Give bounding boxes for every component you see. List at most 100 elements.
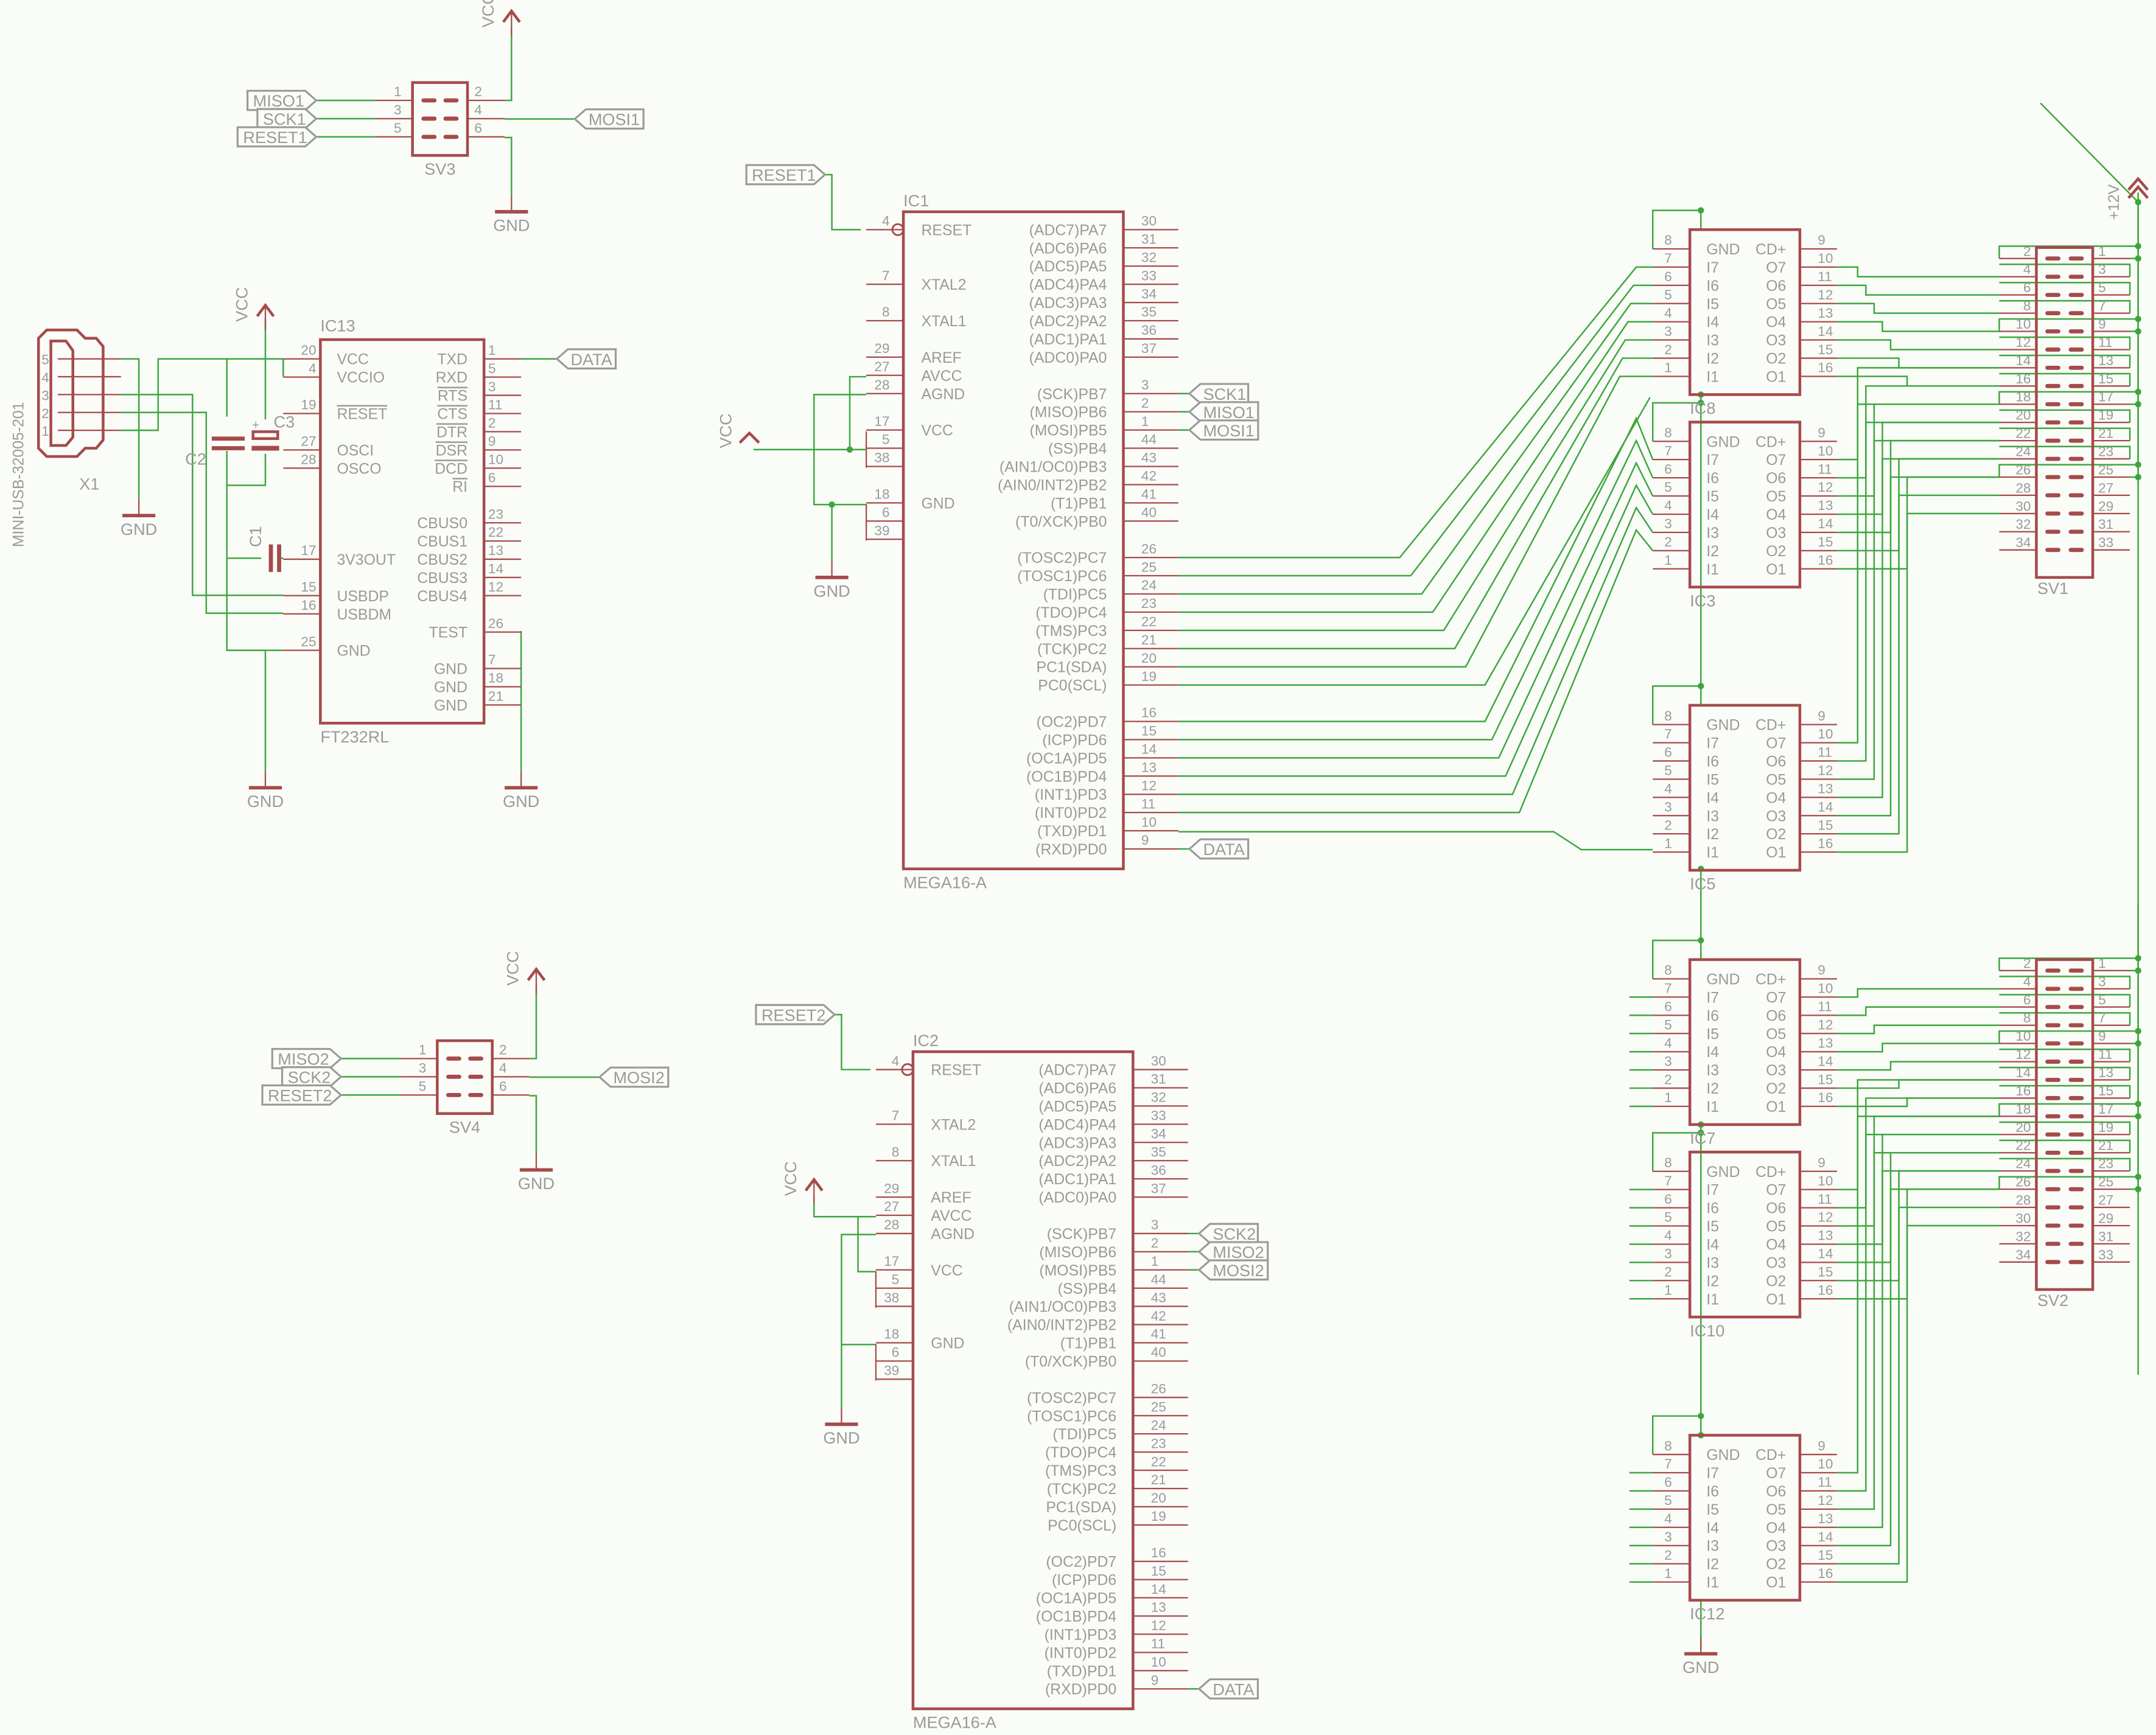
pin-number: 3 bbox=[1664, 1053, 1672, 1069]
pin-name: AREF bbox=[921, 350, 961, 366]
pin-number: 13 bbox=[2098, 1065, 2113, 1080]
pin-name: DSR bbox=[436, 442, 467, 459]
pin-number: 19 bbox=[1151, 1509, 1166, 1524]
pin-number: 8 bbox=[1664, 708, 1672, 724]
pin-number: 41 bbox=[1151, 1327, 1166, 1342]
component-body bbox=[1688, 1150, 1802, 1319]
wire bbox=[1999, 336, 2131, 350]
pin-name: I7 bbox=[1706, 990, 1719, 1006]
pin-number: 16 bbox=[1818, 553, 1833, 568]
pin-name: O2 bbox=[1766, 826, 1786, 843]
net-label-sck1 bbox=[256, 108, 318, 130]
net-label-text: MISO1 bbox=[253, 91, 304, 110]
pin-number: 4 bbox=[892, 1053, 900, 1069]
pin-name: GND bbox=[434, 662, 467, 678]
wire bbox=[1999, 1121, 2131, 1135]
pin-number: 15 bbox=[1818, 1548, 1833, 1563]
pin-name: (TOSC2)PC7 bbox=[1027, 1390, 1116, 1406]
pin-number: 5 bbox=[882, 432, 890, 447]
pin-number: 6 bbox=[474, 120, 482, 136]
pin-name: (INT0)PD2 bbox=[1035, 805, 1107, 822]
pin-number: 24 bbox=[1141, 578, 1157, 593]
pin-number: 12 bbox=[1818, 287, 1833, 302]
wire bbox=[1836, 339, 2000, 351]
pin-name: (ADC3)PA3 bbox=[1029, 295, 1107, 312]
pin-name: AVCC bbox=[921, 368, 962, 385]
gnd-label: GND bbox=[493, 216, 530, 235]
component-body bbox=[436, 1039, 494, 1115]
pin-number: 31 bbox=[1141, 232, 1157, 247]
net-label-miso2 bbox=[271, 1048, 343, 1069]
inverted-pin-bubble bbox=[891, 223, 905, 236]
pin-number: 4 bbox=[1664, 305, 1672, 321]
pin-name: (SS)PB4 bbox=[1048, 441, 1107, 458]
pin-name: I1 bbox=[1706, 1291, 1719, 1308]
component-name: SV3 bbox=[424, 159, 455, 178]
inverted-pin-bubble bbox=[901, 1063, 914, 1077]
pin-name: (ADC6)PA6 bbox=[1038, 1081, 1116, 1097]
pin-name: I4 bbox=[1706, 1237, 1719, 1253]
pin-name: O4 bbox=[1766, 507, 1786, 523]
pin-number: 15 bbox=[1818, 534, 1833, 550]
pin-number: 19 bbox=[1141, 669, 1157, 684]
pin-number: 11 bbox=[1818, 461, 1832, 477]
wire bbox=[1178, 284, 1653, 577]
pin-name: VCC bbox=[931, 1263, 962, 1279]
pin-number: 11 bbox=[488, 397, 502, 413]
net-label-text: RESET1 bbox=[752, 166, 816, 184]
pin-name: (TCK)PC2 bbox=[1047, 1481, 1117, 1498]
component-body bbox=[319, 338, 486, 725]
pin-number: 9 bbox=[1818, 708, 1825, 724]
pin-number: 33 bbox=[2098, 1247, 2113, 1262]
pin-number: 14 bbox=[1818, 1246, 1833, 1262]
pin-name: (ADC1)PA1 bbox=[1029, 332, 1107, 348]
pin-number: 5 bbox=[488, 361, 496, 376]
component-name: C2 bbox=[185, 450, 206, 469]
pin-name: (INT1)PD3 bbox=[1045, 1627, 1117, 1643]
power-12v-arrow-icon bbox=[2127, 184, 2149, 199]
pin-number: 6 bbox=[499, 1079, 507, 1094]
wire bbox=[1999, 264, 2131, 277]
pin-number: 7 bbox=[1664, 443, 1672, 458]
pin-number: 27 bbox=[2098, 480, 2113, 495]
pin-number: 12 bbox=[2015, 1047, 2031, 1062]
pin-number: 31 bbox=[2098, 1229, 2113, 1244]
wire bbox=[505, 27, 513, 102]
pin-number: 20 bbox=[2015, 408, 2031, 423]
pin-number: 10 bbox=[1818, 443, 1833, 458]
wire bbox=[1836, 988, 2000, 998]
component-body bbox=[1688, 1434, 1802, 1602]
wire bbox=[1178, 528, 1654, 814]
pin-name: (OC1A)PD5 bbox=[1026, 750, 1107, 767]
net-label-reset1 bbox=[745, 164, 827, 186]
pin-name: I4 bbox=[1706, 1044, 1719, 1061]
pin-name: CBUS3 bbox=[417, 570, 467, 587]
wire bbox=[1836, 476, 2000, 534]
pin-number: 29 bbox=[2098, 1210, 2113, 1226]
wire bbox=[1836, 375, 2000, 387]
pin-number: 3 bbox=[1664, 1529, 1672, 1545]
pin-name: CBUS0 bbox=[417, 515, 467, 532]
wire bbox=[1999, 282, 2131, 295]
pin-number: 6 bbox=[892, 1345, 900, 1360]
pin-number: 4 bbox=[1664, 781, 1672, 797]
pin-number: 5 bbox=[1664, 1017, 1672, 1032]
pin-number: 3 bbox=[419, 1061, 427, 1076]
pin-name: XTAL1 bbox=[931, 1153, 976, 1170]
pin-number: 16 bbox=[1818, 360, 1833, 375]
pin-number: 12 bbox=[1141, 778, 1157, 793]
pin-number: 3 bbox=[1141, 377, 1149, 393]
junction-dot bbox=[1698, 207, 1704, 214]
pin-number: 10 bbox=[1151, 1655, 1166, 1670]
gnd-label: GND bbox=[247, 792, 284, 811]
pin-name: VCC bbox=[921, 423, 953, 439]
pin-number: 21 bbox=[1141, 632, 1157, 648]
component-body bbox=[911, 1050, 1135, 1711]
pin-number: 13 bbox=[1818, 781, 1833, 797]
pin-number: 24 bbox=[1151, 1417, 1166, 1433]
pin-number: 1 bbox=[2098, 955, 2106, 971]
pin-number: 5 bbox=[419, 1079, 427, 1094]
pin-number: 41 bbox=[1141, 487, 1157, 502]
pin-number: 23 bbox=[1151, 1436, 1166, 1451]
pin-name: I7 bbox=[1706, 1182, 1719, 1199]
